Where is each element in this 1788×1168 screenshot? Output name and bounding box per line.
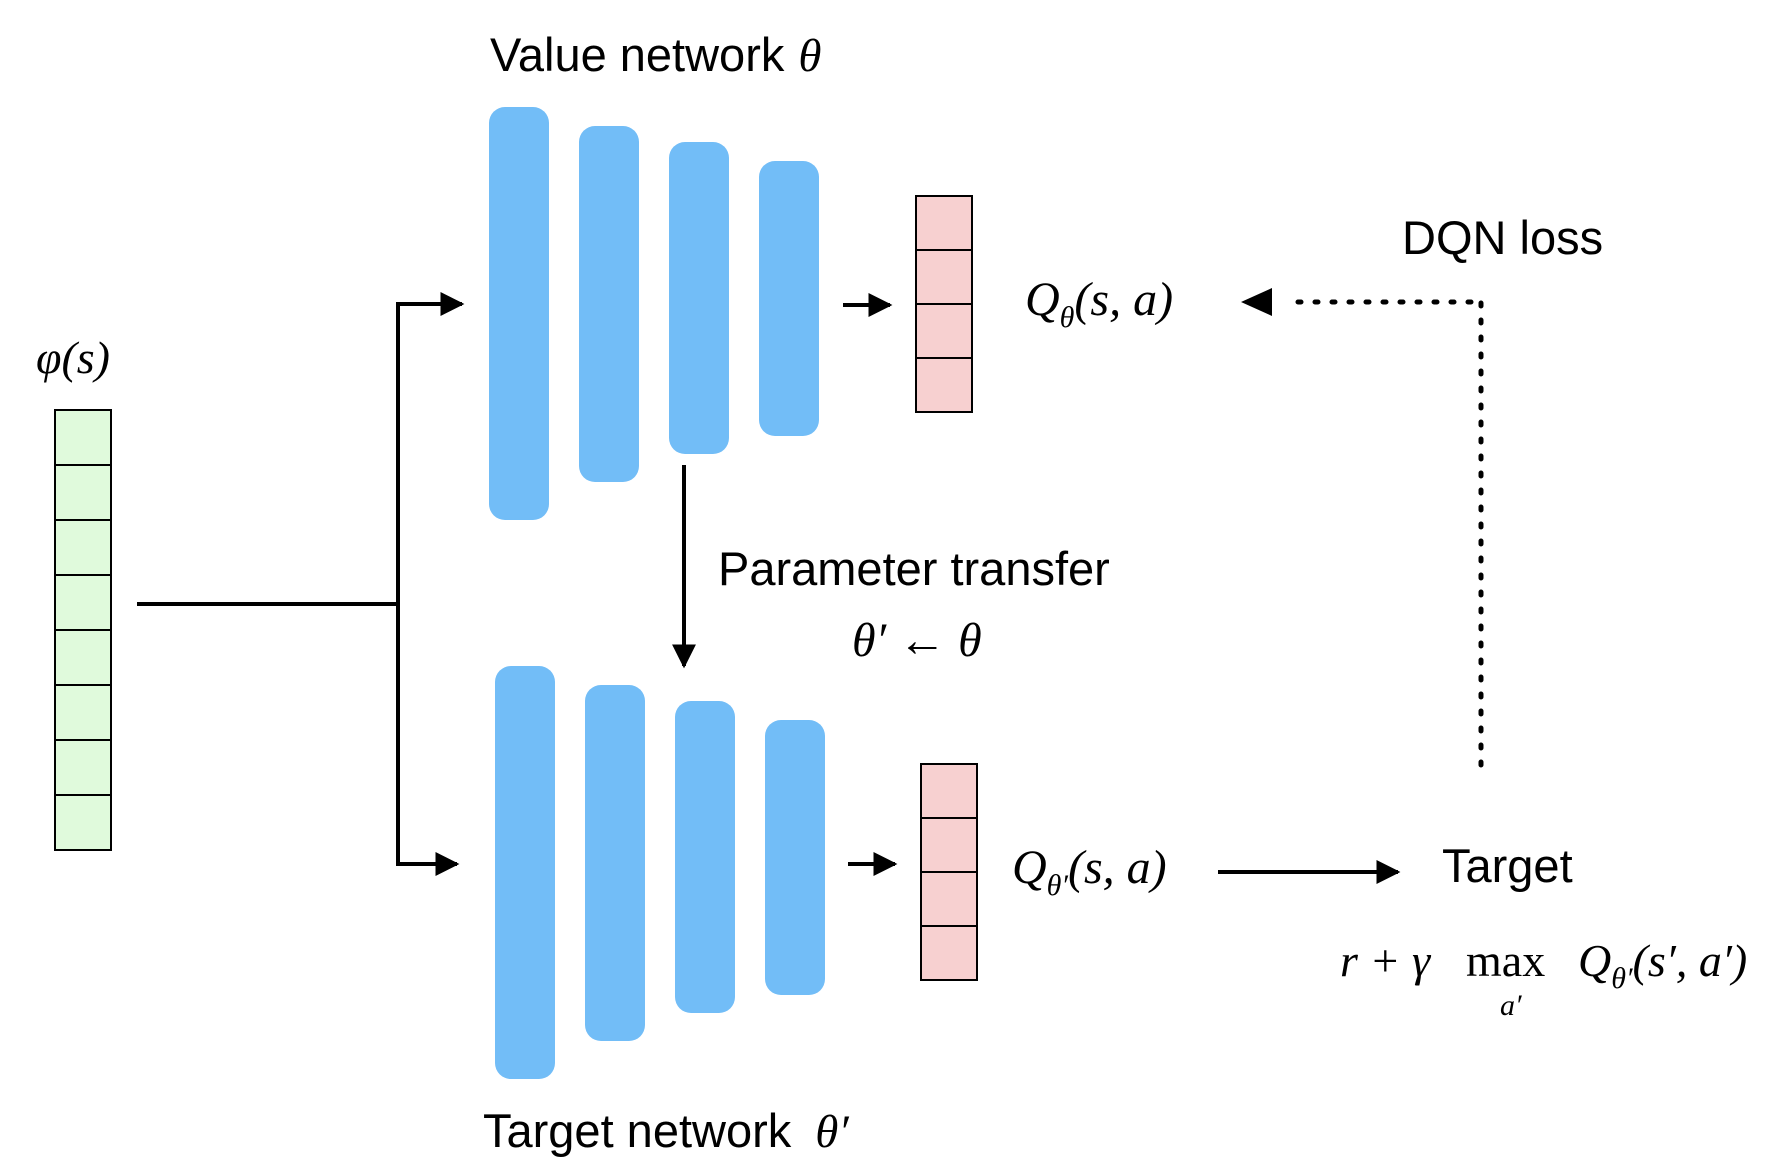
input-cell bbox=[54, 409, 112, 466]
input-cell bbox=[54, 739, 112, 796]
output-cell bbox=[915, 357, 973, 413]
output-cell bbox=[920, 925, 978, 981]
dotted-arrow-icon bbox=[1241, 288, 1484, 768]
input-cell bbox=[54, 464, 112, 521]
value-output-vector bbox=[915, 195, 973, 413]
output-cell bbox=[915, 195, 973, 251]
target-output-vector bbox=[920, 763, 978, 981]
input-cell bbox=[54, 629, 112, 686]
svg-text:r + γ: r + γ bbox=[1340, 935, 1432, 986]
input-label: φ(s) bbox=[36, 332, 110, 383]
target-formula: r + γ max a′ Qθ′(s′, a′) bbox=[1340, 935, 1747, 1022]
input-cell bbox=[54, 794, 112, 851]
network-layer bbox=[759, 161, 819, 436]
svg-text:Qθ′(s′, a′): Qθ′(s′, a′) bbox=[1578, 935, 1747, 995]
network-layer bbox=[585, 685, 645, 1041]
target-label: Target bbox=[1442, 839, 1573, 892]
input-vector bbox=[54, 409, 112, 851]
input-connector bbox=[137, 292, 465, 876]
parameter-transfer-label: Parameter transfer bbox=[718, 542, 1110, 595]
output-cell bbox=[920, 763, 978, 819]
output-cell bbox=[920, 871, 978, 927]
value-network-layers bbox=[489, 107, 819, 520]
svg-text:max: max bbox=[1466, 935, 1545, 986]
q-target-label: Qθ′(s, a) bbox=[1012, 841, 1167, 902]
network-layer bbox=[675, 701, 735, 1013]
input-cell bbox=[54, 574, 112, 631]
network-layer bbox=[669, 142, 729, 454]
input-cell bbox=[54, 519, 112, 576]
network-layer bbox=[495, 666, 555, 1079]
output-cell bbox=[915, 303, 973, 359]
network-layer bbox=[765, 720, 825, 995]
svg-text:a′: a′ bbox=[1500, 989, 1522, 1022]
q-value-label: Qθ(s, a) bbox=[1025, 273, 1173, 334]
output-cell bbox=[920, 817, 978, 873]
network-layer bbox=[489, 107, 549, 520]
input-cell bbox=[54, 684, 112, 741]
network-layer bbox=[579, 126, 639, 482]
output-cell bbox=[915, 249, 973, 305]
target-network-layers bbox=[495, 666, 825, 1079]
transfer-rule: θ′ ← θ bbox=[852, 614, 982, 667]
dqn-loss-label: DQN loss bbox=[1402, 211, 1603, 264]
